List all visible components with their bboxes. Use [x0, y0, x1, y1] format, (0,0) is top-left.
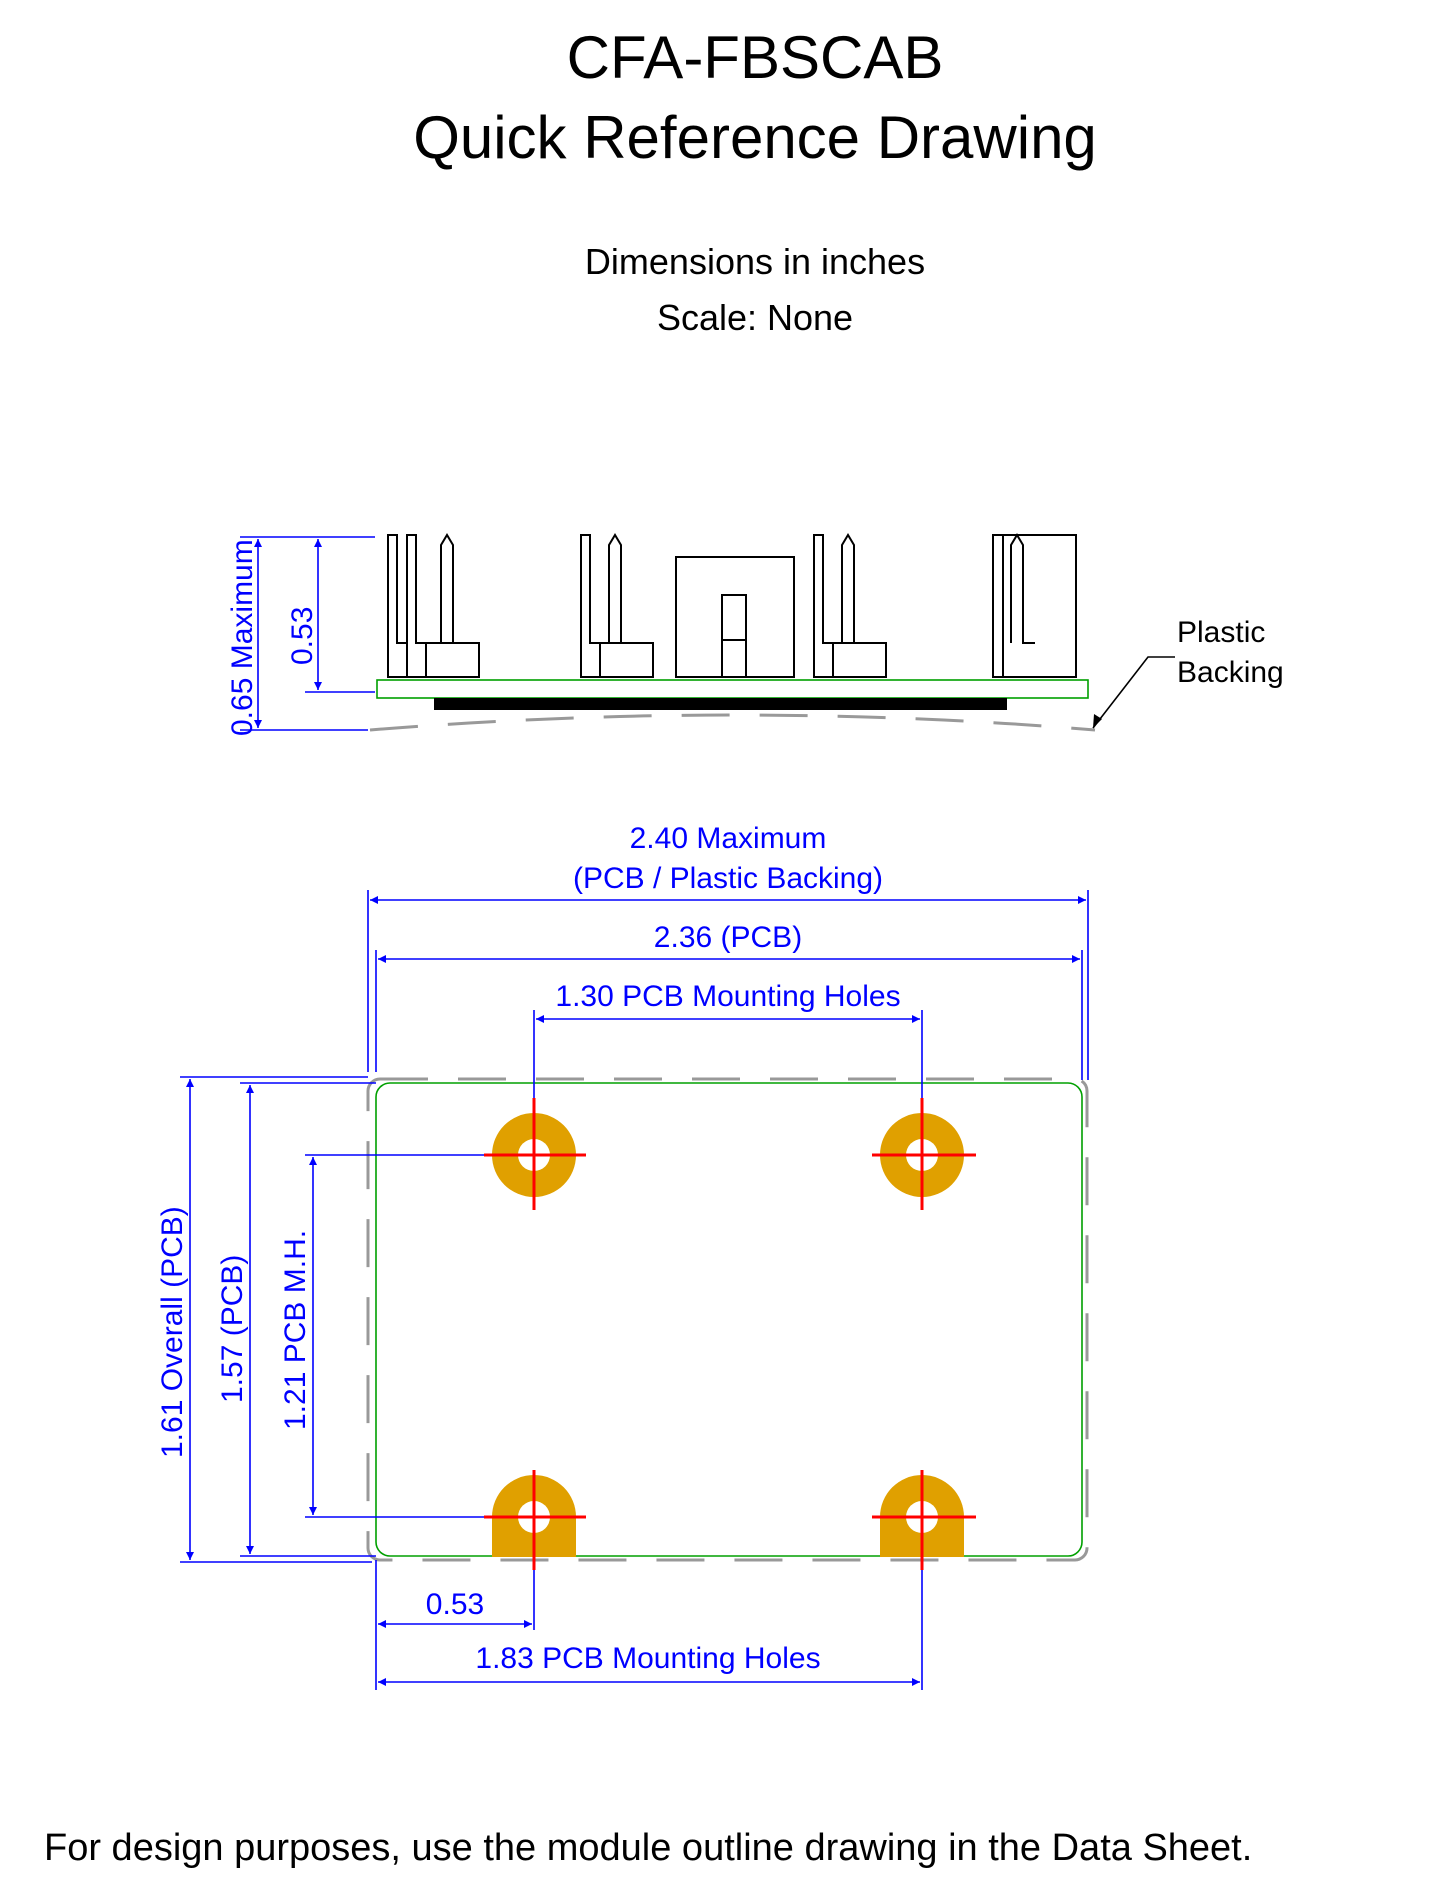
callout-leader [1092, 656, 1175, 729]
callout-arrowhead [1093, 714, 1102, 728]
title-line-1: CFA-FBSCAB [567, 24, 944, 91]
mounting-hole-top-right [872, 1098, 976, 1210]
dim-label-width-max-line-1: 2.40 Maximum [630, 822, 827, 855]
dim-label-height-pcb: 1.57 (PCB) [216, 1255, 249, 1403]
side-connector-2 [580, 533, 654, 678]
mounting-hole-bottom-right [872, 1470, 976, 1570]
dim-label-mh-x-bottom: 1.83 PCB Mounting Holes [475, 1642, 820, 1675]
top-view: 2.40 Maximum (PCB / Plastic Backing) 2.3… [156, 822, 1089, 1690]
dim-label-height-mh: 1.21 PCB M.H. [279, 1230, 312, 1430]
dim-label-mh-x-top: 1.30 PCB Mounting Holes [555, 980, 900, 1013]
dim-label-height-overall: 1.61 Overall (PCB) [156, 1206, 189, 1458]
side-connector-1 [387, 533, 480, 678]
side-connector-3 [813, 533, 887, 678]
mounting-hole-bottom-left [484, 1470, 586, 1570]
units-note: Dimensions in inches [585, 241, 925, 282]
scale-note: Scale: None [657, 297, 853, 338]
top-plastic-backing-outline [366, 1077, 1089, 1562]
title-line-2: Quick Reference Drawing [413, 104, 1097, 171]
side-view: 0.65 Maximum 0.53 Plastic Backing [226, 533, 1284, 736]
mounting-hole-top-left [484, 1098, 586, 1210]
side-component-layer [434, 698, 1007, 710]
dim-label-connector-height: 0.53 [286, 607, 319, 665]
side-pcb [376, 679, 1089, 699]
callout-label-line-2: Backing [1177, 656, 1284, 689]
side-center-header [675, 556, 795, 678]
dim-label-width-pcb: 2.36 (PCB) [654, 921, 802, 954]
dim-label-width-max-line-2: (PCB / Plastic Backing) [573, 862, 883, 895]
footer-note: For design purposes, use the module outl… [44, 1827, 1252, 1869]
dim-label-overall-height: 0.65 Maximum [226, 539, 259, 736]
top-pcb-outline [375, 1082, 1083, 1557]
side-connector-4 [992, 533, 1077, 678]
dim-label-hole-offset: 0.53 [426, 1588, 484, 1621]
callout-label-line-1: Plastic [1177, 616, 1265, 649]
side-plastic-backing [369, 713, 1096, 732]
